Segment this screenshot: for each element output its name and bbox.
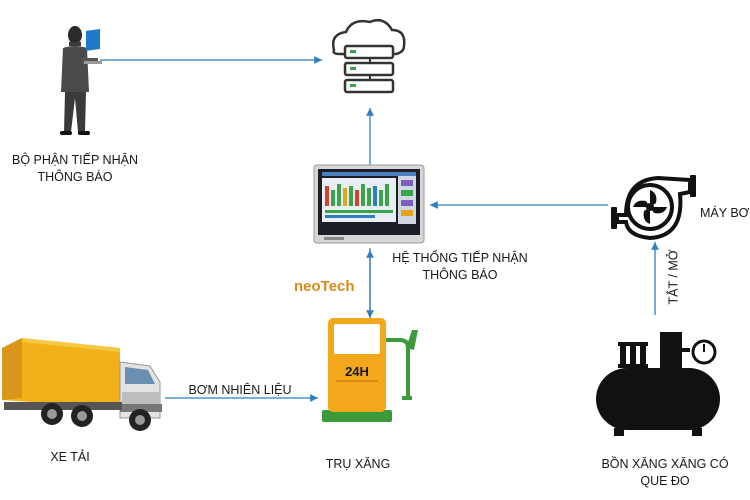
hmi-monitor-icon: [313, 164, 425, 244]
fuel-tank-icon: [596, 332, 720, 436]
label-notification-system: HỆ THỐNG TIẾP NHẬN THÔNG BÁO: [392, 251, 528, 282]
label-truck: XE TẢI: [50, 450, 90, 464]
label-reception-dept: BỘ PHẬN TIẾP NHẬN THÔNG BÁO: [12, 153, 138, 184]
brand-logo: neoTech: [294, 278, 355, 295]
label-on-off: TẮT / MỞ: [666, 249, 681, 305]
label-fuel-tank: BỒN XĂNG XĂNG CÓ QUE ĐO: [601, 457, 729, 488]
fuel-dispenser-icon: 24H: [322, 318, 418, 422]
connectors: [100, 56, 659, 402]
pump-icon: [611, 175, 696, 241]
label-pump: MÁY BƠM: [700, 206, 750, 220]
label-fuel-dispenser: TRỤ XĂNG: [325, 457, 391, 471]
label-pump-fuel: BƠM NHIÊN LIỆU: [188, 383, 292, 397]
truck-icon: [2, 338, 162, 431]
dispenser-24h-sign: 24H: [345, 364, 369, 379]
cloud-server-icon: [332, 19, 406, 94]
person-laptop-icon: [60, 26, 102, 135]
